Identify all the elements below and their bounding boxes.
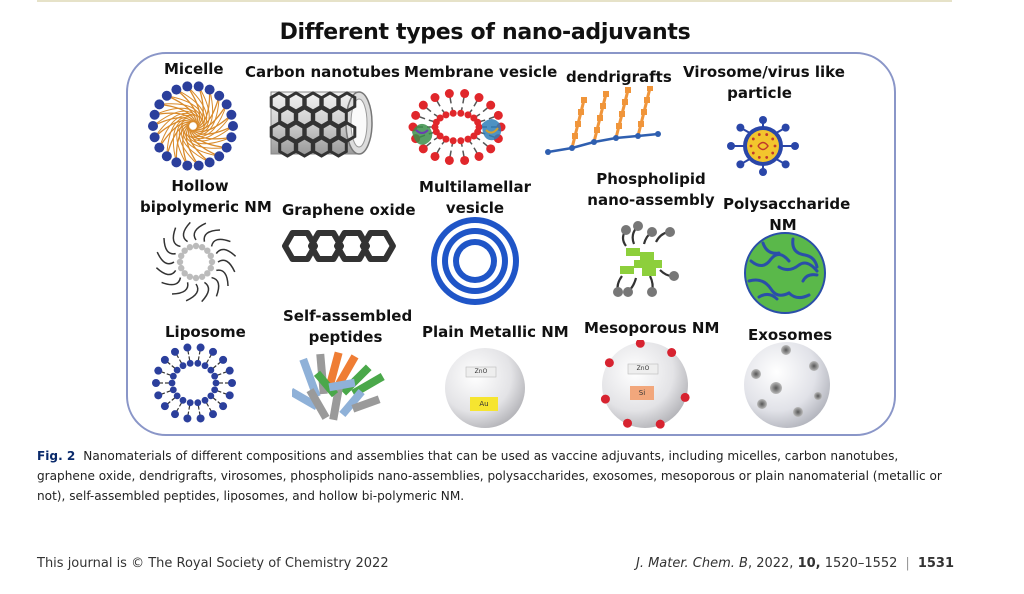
journal-year: 2022,: [756, 556, 794, 571]
label-membrane-vesicle: Membrane vesicle: [404, 63, 558, 81]
caption-text: Nanomaterials of different compositions …: [37, 449, 942, 503]
dendrigrafts-illustration: [545, 86, 661, 155]
zno-label: ZnO: [474, 368, 488, 375]
zno-label: ZnO: [636, 365, 650, 372]
label-self-assembled-peptides: Self-assembled peptides: [283, 307, 413, 346]
self-assembled-peptides-illustration: [292, 351, 385, 421]
figure-title: Different types of nano-adjuvants: [279, 20, 691, 45]
figure-frame: [126, 52, 896, 436]
label-plain-metallic-nm: Plain Metallic NM: [422, 323, 569, 341]
si-label: Si: [638, 389, 646, 397]
mesoporous-nm-illustration: ZnO Si: [600, 340, 690, 430]
journal-name: J. Mater. Chem. B: [635, 556, 748, 571]
label-mesoporous-nm: Mesoporous NM: [584, 319, 720, 337]
footer-copyright: This journal is © The Royal Society of C…: [37, 556, 389, 571]
label-multilamellar-vesicle: Multilamellar vesicle: [419, 178, 531, 217]
phospholipid-nano-assembly-illustration: [613, 221, 679, 297]
graphene-oxide-illustration: [282, 230, 396, 262]
top-rule: [37, 0, 952, 2]
hollow-bipolymeric-nm-illustration: [155, 221, 237, 303]
label-graphene-oxide: Graphene oxide: [282, 201, 416, 219]
liposome-illustration: [152, 343, 236, 423]
label-virosome: Virosome/virus like particle: [683, 63, 845, 102]
multilamellar-vesicle-illustration: [431, 217, 519, 305]
carbon-nanotube-illustration: [269, 91, 373, 158]
plain-metallic-nm-illustration: ZnO Au: [444, 347, 526, 429]
label-dendrigrafts: dendrigrafts: [566, 68, 672, 86]
virosome-illustration: [727, 116, 799, 176]
label-exosomes: Exosomes: [748, 326, 833, 344]
label-hollow-bipolymeric-nm: Hollow bipolymeric NM: [140, 177, 272, 216]
journal-volume: 10,: [797, 556, 821, 571]
au-label: Au: [479, 400, 489, 408]
exosomes-illustration: [744, 342, 830, 428]
label-phospholipid-nano-assembly: Phospholipid nano-assembly: [587, 170, 715, 209]
page-number: 1531: [917, 556, 954, 571]
membrane-vesicle-illustration: [408, 89, 506, 165]
label-liposome: Liposome: [165, 323, 246, 341]
journal-pages: 1520–1552: [824, 556, 898, 571]
polysaccharide-nm-illustration: [744, 232, 826, 314]
micelle-illustration: [148, 81, 238, 171]
label-carbon-nanotubes: Carbon nanotubes: [245, 63, 400, 81]
label-micelle: Micelle: [164, 60, 224, 78]
footer-citation: J. Mater. Chem. B, 2022, 10, 1520–1552|1…: [635, 556, 954, 571]
label-polysaccharide-nm: Polysaccharide NM: [723, 195, 851, 234]
figure-number: Fig. 2: [37, 449, 76, 463]
